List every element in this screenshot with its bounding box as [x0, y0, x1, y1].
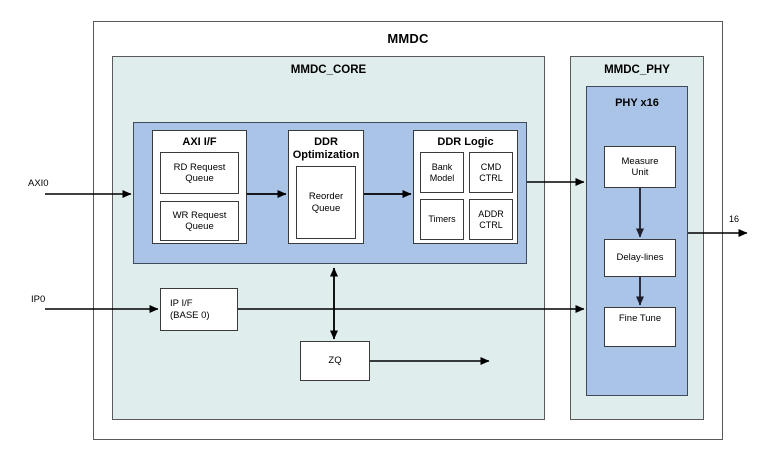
addr-ctrl: ADDR CTRL: [469, 199, 513, 240]
axi-if-label: AXI I/F: [182, 136, 217, 148]
fine-tune: Fine Tune: [604, 307, 676, 347]
mmdc-phy-title: MMDC_PHY: [604, 64, 670, 76]
addr-ctrl-label: ADDR CTRL: [478, 208, 504, 230]
mmdc-core-title: MMDC_CORE: [290, 64, 367, 76]
ddr-optimization-label: DDR Optimization: [292, 136, 360, 161]
output-width-label: 16: [729, 214, 740, 224]
rd-request-queue-label: RD Request Queue: [173, 161, 226, 184]
zq-label: ZQ: [328, 355, 342, 367]
reorder-queue-label: Reorder Queue: [308, 191, 344, 214]
cmd-ctrl: CMD CTRL: [469, 152, 513, 193]
axi0-port-label: AXI0: [28, 178, 49, 189]
bank-model: Bank Model: [420, 152, 464, 193]
bank-model-label: Bank Model: [429, 161, 455, 183]
timers-label: Timers: [428, 214, 456, 225]
ip0-port-label: IP0: [31, 294, 46, 305]
wr-request-queue: WR Request Queue: [160, 201, 239, 241]
ip-if-label: IP I/F (BASE 0): [170, 298, 210, 321]
rd-request-queue: RD Request Queue: [160, 152, 239, 194]
reorder-queue: Reorder Queue: [296, 166, 356, 239]
measure-unit-label: Measure Unit: [621, 155, 659, 178]
timers: Timers: [420, 199, 464, 240]
ip-if-block: IP I/F (BASE 0): [160, 288, 238, 331]
delay-lines-label: Delay-lines: [616, 252, 664, 264]
measure-unit: Measure Unit: [604, 146, 676, 188]
delay-lines: Delay-lines: [604, 239, 676, 277]
wr-request-queue-label: WR Request Queue: [172, 209, 227, 232]
cmd-ctrl-label: CMD CTRL: [479, 161, 503, 183]
zq-block: ZQ: [300, 341, 370, 381]
ddr-logic-label: DDR Logic: [437, 136, 494, 148]
phy-x16-label: PHY x16: [615, 97, 659, 109]
mmdc-title: MMDC: [387, 31, 429, 46]
fine-tune-label: Fine Tune: [618, 313, 662, 324]
